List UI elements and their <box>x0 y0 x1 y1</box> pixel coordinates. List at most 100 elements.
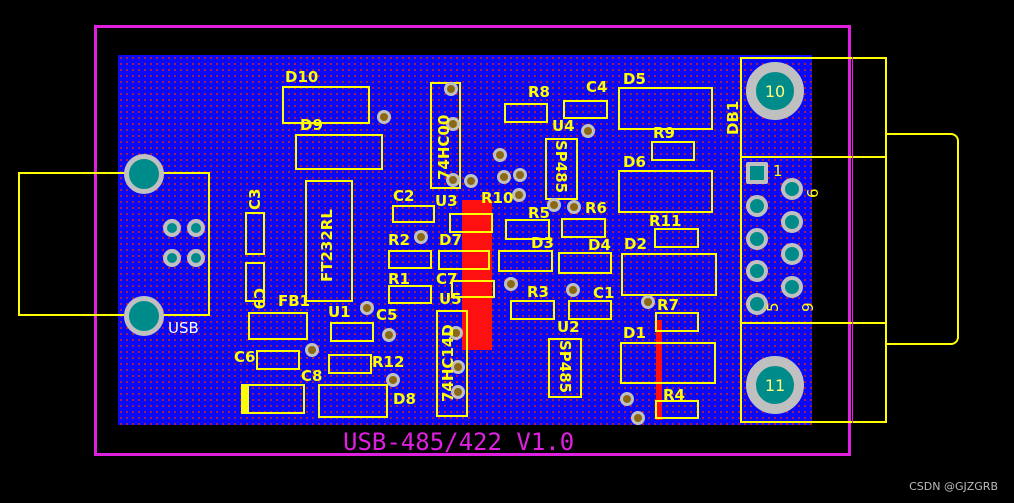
u1-label: U1 <box>328 303 351 321</box>
r2-label: R2 <box>388 231 410 249</box>
via <box>451 360 465 374</box>
u4-label: U4 <box>552 117 575 135</box>
r4-label: R4 <box>663 386 685 404</box>
r3-label: R3 <box>527 283 549 301</box>
usb-pin <box>187 219 205 237</box>
d5-footprint <box>618 87 713 130</box>
usb-label: USB <box>168 319 199 337</box>
d6-footprint <box>618 170 713 213</box>
trace <box>656 320 662 420</box>
d7-footprint <box>438 250 490 270</box>
r5-footprint <box>505 219 550 240</box>
r6-footprint <box>561 218 606 238</box>
db9-pin <box>746 228 768 250</box>
db9-pin <box>781 276 803 298</box>
via <box>305 343 319 357</box>
db9-shell-outline <box>887 133 959 345</box>
via <box>414 230 428 244</box>
d7-label: D7 <box>439 231 462 249</box>
d2-footprint <box>621 253 717 296</box>
via <box>360 301 374 315</box>
c1-label: C1 <box>593 284 615 302</box>
ft232rl-footprint <box>305 180 353 302</box>
via <box>444 82 458 96</box>
d8-footprint <box>318 384 388 418</box>
c2-label: C2 <box>393 187 415 205</box>
db9-pin <box>781 178 803 200</box>
db9-pin <box>781 211 803 233</box>
d1-label: D1 <box>623 324 646 342</box>
pin-1-label: 1 <box>773 162 783 180</box>
r12-footprint <box>328 354 372 374</box>
via <box>620 392 634 406</box>
usb-pin <box>187 249 205 267</box>
via <box>377 110 391 124</box>
u5-label: U5 <box>439 290 462 308</box>
via <box>566 283 580 297</box>
usb-shield-pad <box>124 154 164 194</box>
d10-footprint <box>282 86 370 124</box>
c7-label: C7 <box>436 270 458 288</box>
u4-chip-label: SP485 <box>552 140 570 194</box>
r12-label: R12 <box>372 353 405 371</box>
d5-label: D5 <box>623 70 646 88</box>
u2-label: U2 <box>557 318 580 336</box>
u2-chip-label: SP485 <box>556 340 574 394</box>
db9-pin <box>746 195 768 217</box>
c5-label: C5 <box>376 306 398 324</box>
d9-label: D9 <box>300 116 323 134</box>
board-outline <box>94 25 851 456</box>
via <box>493 148 507 162</box>
watermark: CSDN @GJZGRB <box>909 480 998 493</box>
db9-pin-1 <box>746 162 768 184</box>
c2-footprint <box>392 205 435 223</box>
c9-footprint <box>245 262 265 302</box>
r7-footprint <box>655 312 699 332</box>
c3-footprint <box>245 212 265 255</box>
c4-label: C4 <box>586 78 608 96</box>
r3-footprint <box>510 300 555 320</box>
via <box>512 188 526 202</box>
mount-hole-10: 10 <box>746 62 804 120</box>
r7-label: R7 <box>657 296 679 314</box>
pin-6-label: 6 <box>804 188 822 198</box>
u3-label: U3 <box>435 192 458 210</box>
via <box>386 373 400 387</box>
74hc14-label: 74HC14D <box>439 324 457 402</box>
divider <box>740 156 887 158</box>
db1-label: DB1 <box>724 100 742 135</box>
u2-footprint <box>548 338 582 398</box>
r10-label: R10 <box>481 189 514 207</box>
via <box>449 326 463 340</box>
via <box>513 168 527 182</box>
r1-label: R1 <box>388 270 410 288</box>
d8-label: D8 <box>393 390 416 408</box>
fb1-label: FB1 <box>278 292 311 310</box>
r10-footprint <box>449 213 493 233</box>
r5-label: R5 <box>528 204 550 222</box>
r11-footprint <box>654 228 699 248</box>
d4-label: D4 <box>588 236 611 254</box>
c7-footprint <box>451 280 495 298</box>
c8-label: C8 <box>301 367 323 385</box>
via <box>631 411 645 425</box>
c1-footprint <box>568 300 612 320</box>
d3-footprint <box>498 250 553 272</box>
via <box>567 200 581 214</box>
usb-outline <box>18 172 210 316</box>
c6-footprint <box>256 350 300 370</box>
d9-footprint <box>295 134 383 170</box>
r9-footprint <box>651 141 695 161</box>
ft232rl-label: FT232RL <box>318 209 336 282</box>
via <box>581 124 595 138</box>
mount-hole-11: 11 <box>746 356 804 414</box>
d4-footprint <box>558 252 612 274</box>
via <box>446 117 460 131</box>
d6-label: D6 <box>623 153 646 171</box>
db9-pin <box>746 293 768 315</box>
r11-label: R11 <box>649 212 682 230</box>
74hc00-label: 74HC00 <box>435 114 453 180</box>
outline-line <box>852 57 853 423</box>
d2-label: D2 <box>624 235 647 253</box>
u1-footprint <box>330 322 374 342</box>
